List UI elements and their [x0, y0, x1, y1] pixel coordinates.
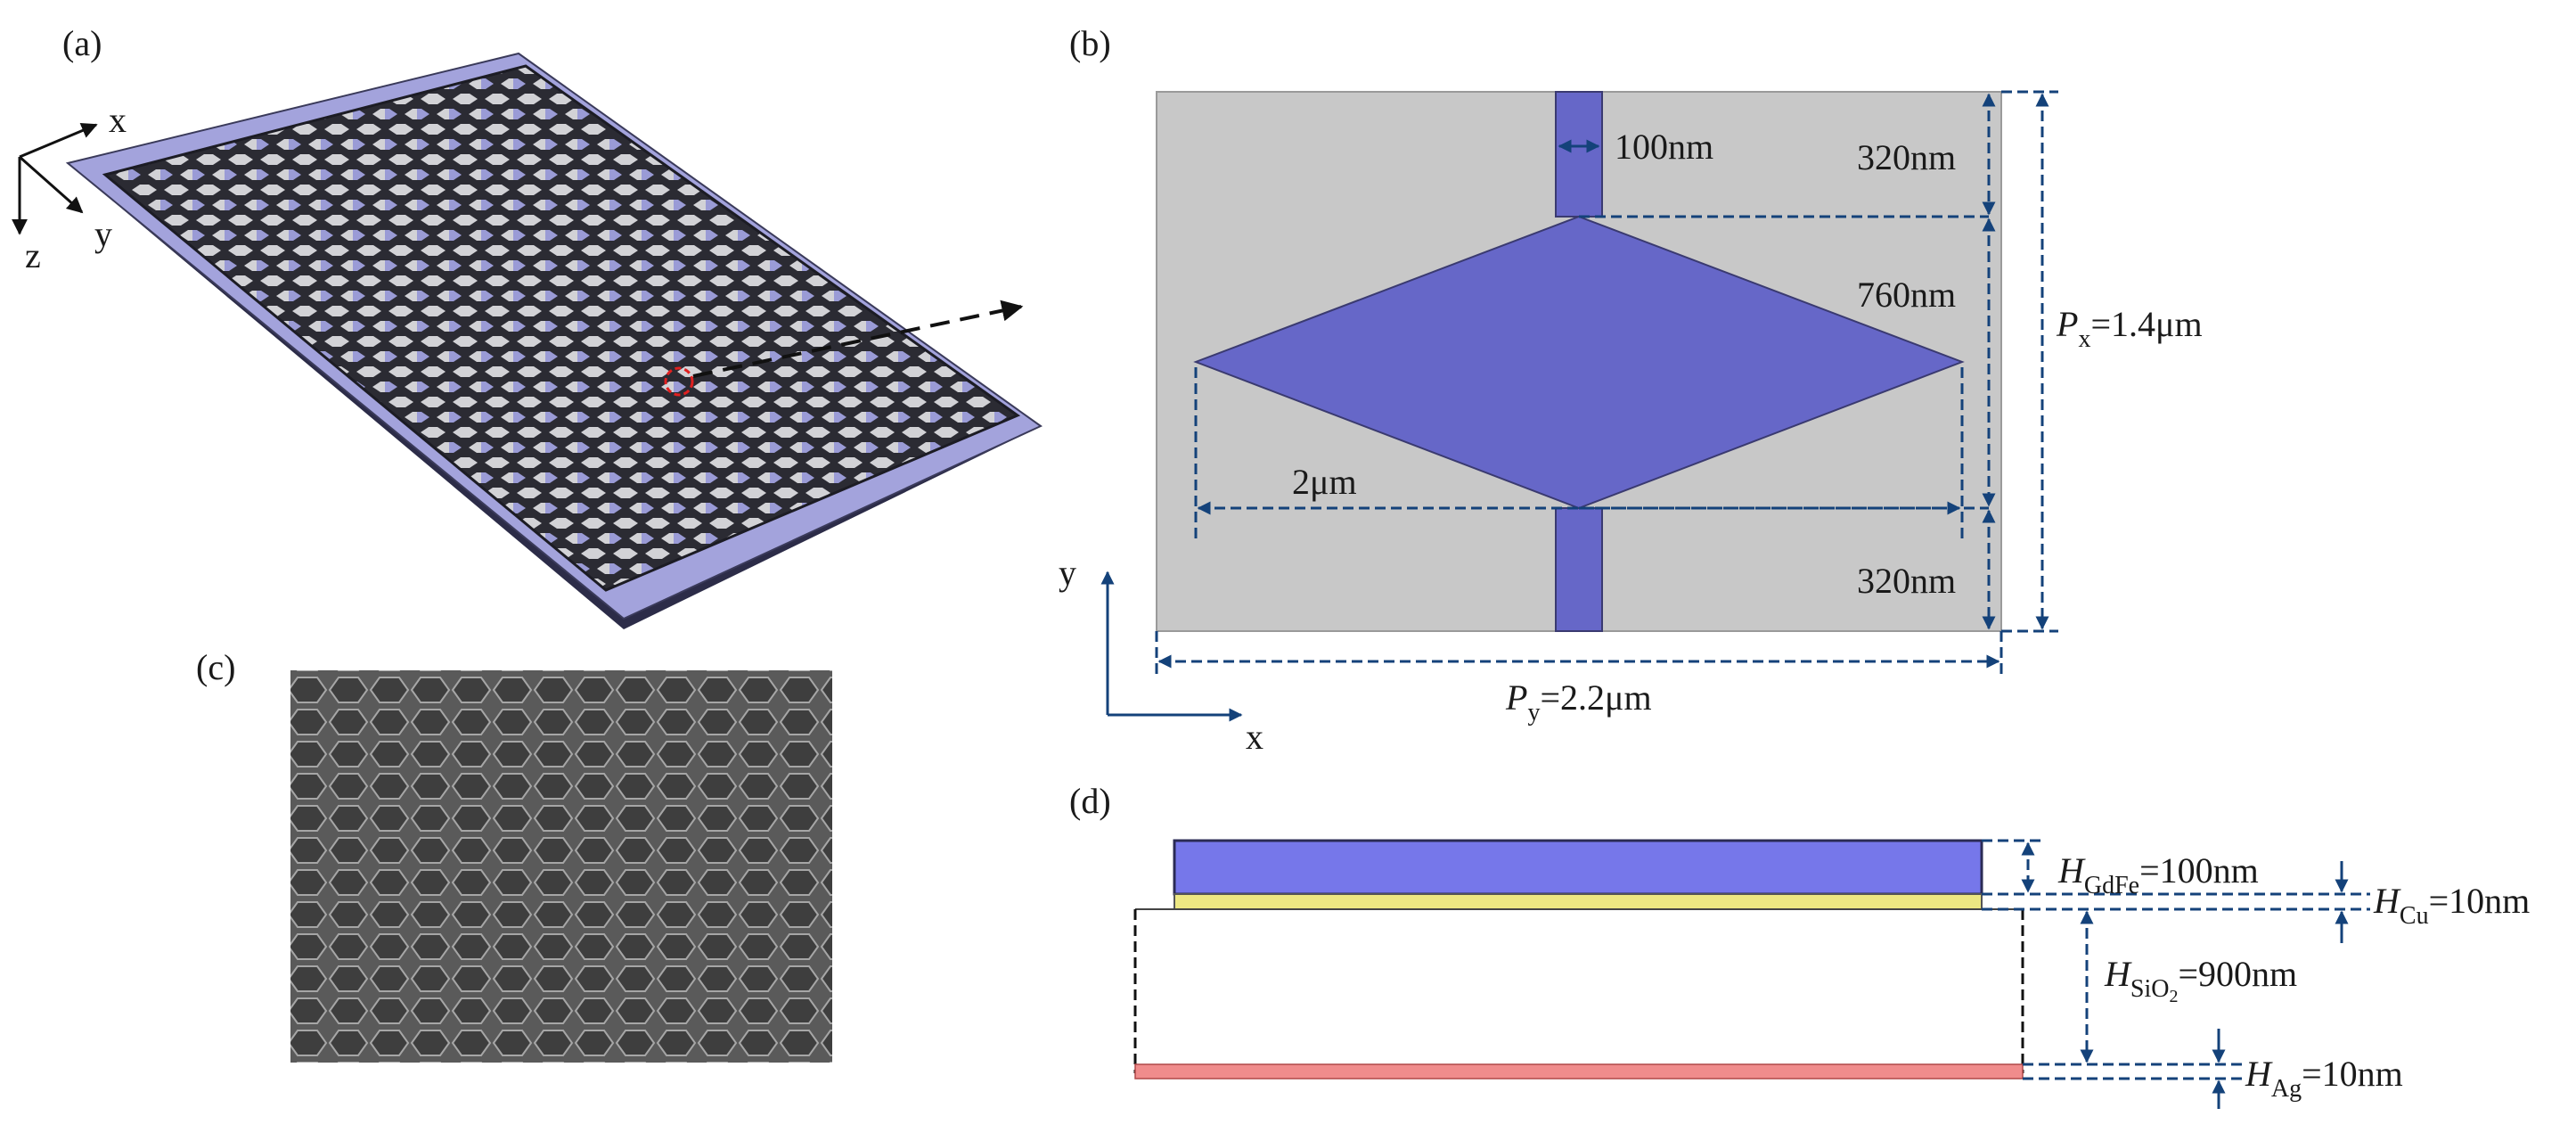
cu-layer [1174, 893, 1983, 910]
ag-layer [1134, 1063, 2024, 1079]
hexagonal-array [102, 64, 1021, 592]
px-label: Px=1.4μm [2056, 304, 2203, 353]
x-axis-label: x [109, 100, 127, 140]
diamond-height-label: 760nm [1857, 275, 1956, 315]
sem-image [290, 670, 832, 1063]
py-label: Py=2.2μm [1505, 677, 1652, 726]
panel-b: (b) 100nm 320nm 760nm 320nm Px=1.4μm 2μm… [1059, 23, 2203, 757]
top-gap-label: 320nm [1857, 137, 1956, 177]
x-axis-arrow [19, 122, 98, 159]
unit-cell-marker [664, 366, 694, 397]
z-axis-label: z [25, 235, 41, 275]
bottom-gap-label: 320nm [1857, 561, 1956, 601]
zoom-arrow [692, 300, 1024, 378]
sio2-label: HSiO2=900nm [2104, 954, 2297, 1006]
neck-width-label: 100nm [1615, 127, 1713, 167]
panel-d-label: (d) [1069, 781, 1111, 821]
top-neck [1555, 91, 1603, 218]
panel-c: (c) [196, 647, 832, 1063]
ag-label: HAg=10nm [2245, 1054, 2403, 1103]
cu-label: HCu=10nm [2373, 881, 2530, 930]
bottom-neck [1555, 507, 1603, 632]
diamond-width-label: 2μm [1292, 462, 1357, 502]
y-axis-arrow [19, 155, 84, 214]
gdfe-layer [1173, 839, 1983, 896]
metasurface-3d-model [65, 52, 1043, 629]
panel-b-label: (b) [1069, 23, 1111, 63]
panel-a-label: (a) [62, 23, 102, 63]
y-axis-label: y [94, 214, 112, 254]
panel-a: (a) x y z [12, 23, 1043, 629]
panel-d: (d) HGdFe=100nm HCu=10nm HSiO2=900nm HAg… [1069, 781, 2530, 1109]
x-axis-label-b: x [1246, 717, 1263, 757]
axis-triad-a: x y z [12, 100, 127, 275]
panel-c-label: (c) [196, 647, 235, 687]
gdfe-label: HGdFe=100nm [2057, 850, 2259, 899]
y-axis-label-b: y [1059, 553, 1076, 593]
